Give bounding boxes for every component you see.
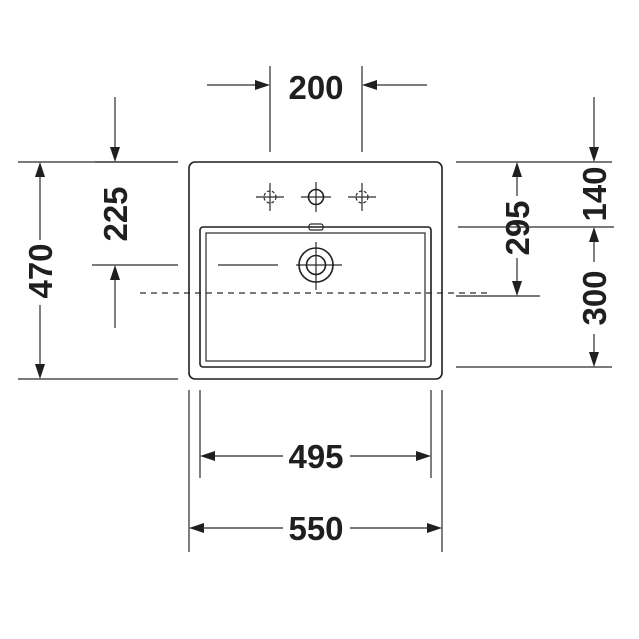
- dimension-drain-from-back: 295: [456, 161, 612, 297]
- bowl-outer-outline: [199, 226, 432, 368]
- tap-hole-right: [348, 183, 376, 211]
- bowl-inner-outline: [205, 232, 426, 362]
- tap-holes: [256, 182, 376, 212]
- dimension-label-225: 225: [97, 186, 134, 241]
- overflow-slot: [308, 223, 324, 231]
- dimension-label-200: 200: [288, 69, 343, 106]
- drain-hole: [218, 242, 342, 290]
- dimension-label-300: 300: [576, 270, 613, 325]
- dimension-label-470: 470: [22, 243, 59, 298]
- basin-plan-view: [140, 161, 490, 380]
- dimension-inner-width: 495: [199, 390, 432, 478]
- dimension-overall-depth: 470: [18, 161, 178, 380]
- dimension-label-140: 140: [576, 166, 613, 221]
- dimension-tap-from-back: 140: [458, 97, 614, 242]
- basin-outer-outline: [188, 161, 443, 380]
- dimension-tap-hole-spacing: 200: [207, 66, 427, 152]
- dimension-label-295: 295: [499, 200, 536, 255]
- tap-hole-left: [256, 183, 284, 211]
- dimension-overall-width: 550: [188, 390, 443, 552]
- dimension-label-495: 495: [288, 438, 343, 475]
- dimension-basin-front-depth: 300: [456, 242, 613, 368]
- tap-hole-center: [301, 182, 331, 212]
- dimension-label-550: 550: [288, 510, 343, 547]
